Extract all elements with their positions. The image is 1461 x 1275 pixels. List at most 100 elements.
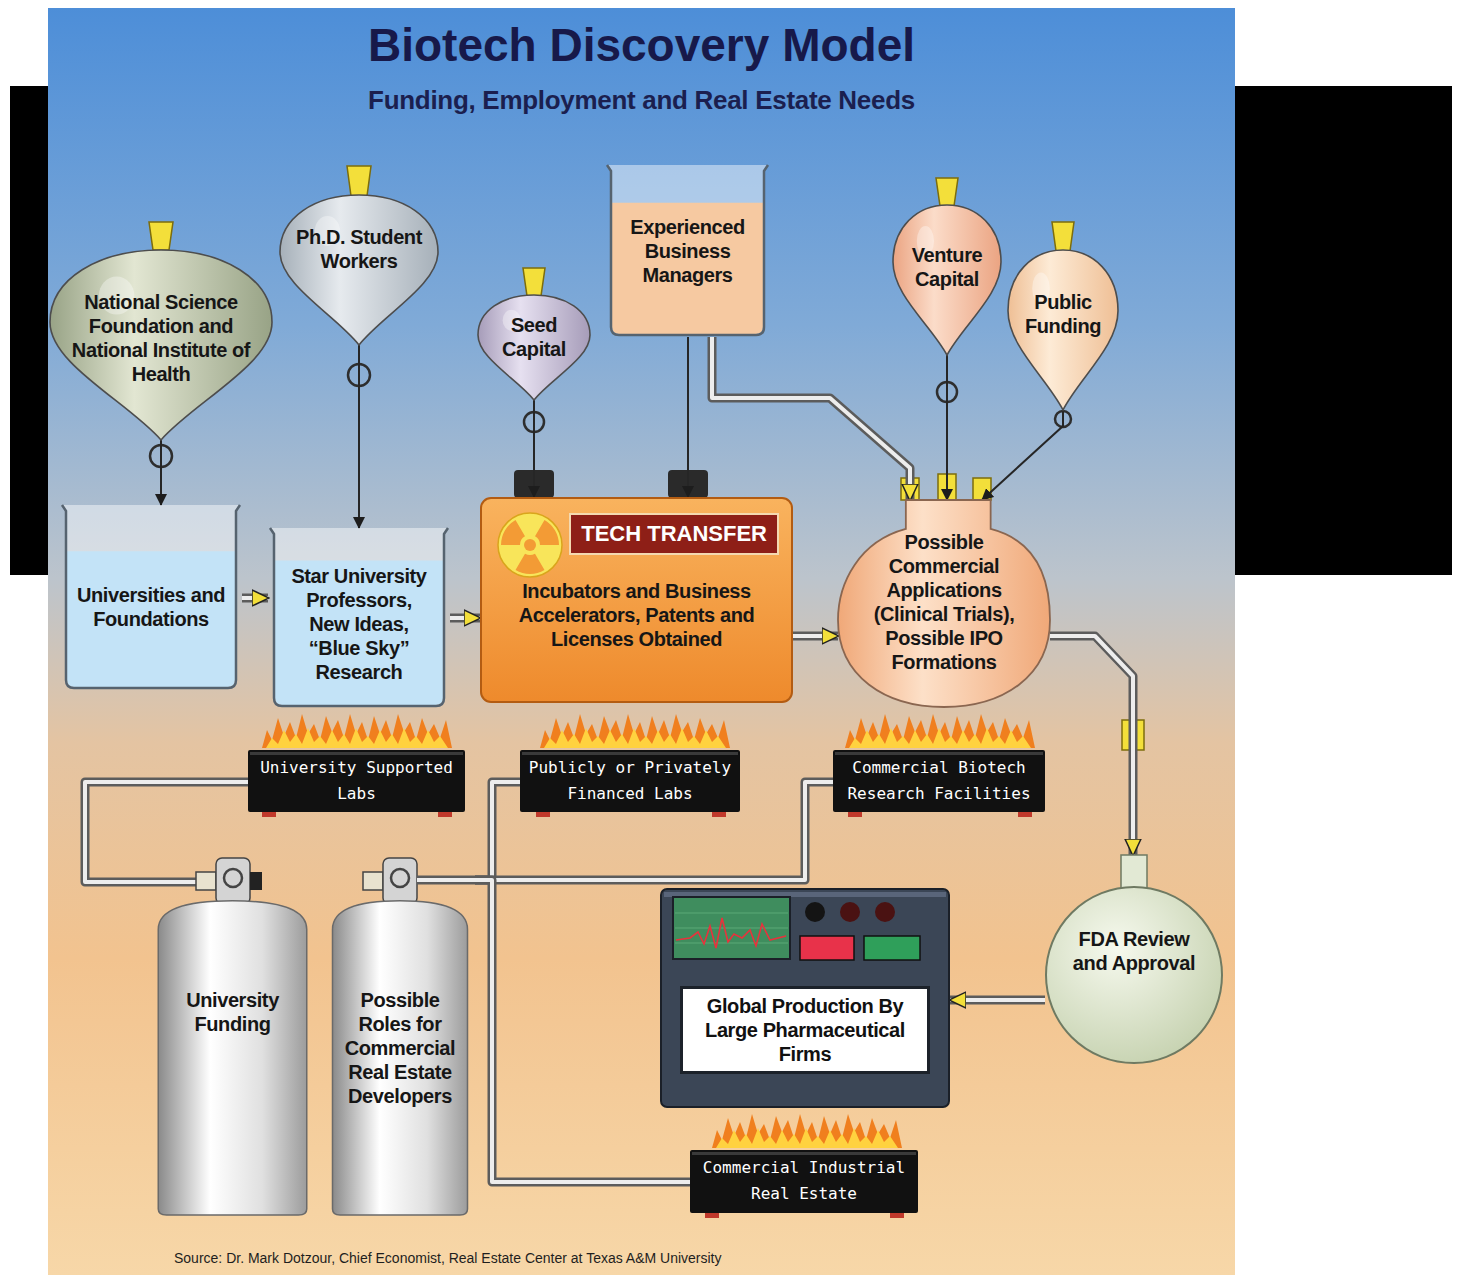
node-text: Commercial Industrial Real Estate bbox=[694, 1155, 914, 1207]
valve-wheel bbox=[391, 869, 409, 887]
yellow-stopper bbox=[973, 478, 991, 500]
radiation-blade bbox=[535, 520, 559, 545]
pipette-line bbox=[687, 337, 689, 497]
node-text: University Supported Labs bbox=[252, 755, 461, 807]
tube-wall bbox=[1050, 636, 1133, 855]
yellow-stopper bbox=[936, 178, 958, 206]
funnel-body bbox=[893, 205, 1001, 355]
round-flask: FDA Review and Approval bbox=[1045, 855, 1223, 1065]
connector-pipe bbox=[534, 400, 535, 497]
indicator-red bbox=[800, 936, 854, 960]
tube-core bbox=[242, 596, 268, 600]
connector-pipe bbox=[947, 355, 948, 500]
tube-stub bbox=[150, 878, 200, 887]
beaker-glass bbox=[270, 528, 448, 706]
stopcocks bbox=[150, 364, 1071, 467]
funnel-body bbox=[280, 195, 438, 345]
tube-wall bbox=[475, 782, 520, 880]
funnel-body bbox=[478, 295, 590, 400]
connector-tube bbox=[950, 1000, 1045, 1001]
tube-stub bbox=[150, 880, 200, 884]
beaker-liquid bbox=[612, 203, 763, 334]
tube-core bbox=[1050, 636, 1133, 855]
hot-plate: Commercial Industrial Real Estate bbox=[690, 1150, 918, 1213]
screen-grid bbox=[675, 913, 788, 914]
gradient-panel bbox=[48, 8, 1235, 1275]
funnel-body bbox=[1008, 250, 1118, 410]
pipette-line bbox=[533, 400, 535, 497]
connector-tube bbox=[1050, 636, 1133, 855]
flame-row bbox=[845, 714, 1035, 748]
side-bar bbox=[1230, 86, 1452, 575]
node-text: Seed Capital bbox=[484, 313, 584, 361]
node-text: University Funding bbox=[163, 988, 303, 1036]
valve-knob bbox=[196, 872, 216, 890]
subtitle: Funding, Employment and Real Estate Need… bbox=[48, 84, 1235, 116]
valve-wheel bbox=[224, 869, 242, 887]
tube-wall bbox=[475, 880, 690, 1182]
node-text: Possible Roles for Commercial Real Estat… bbox=[335, 988, 465, 1108]
side-bar bbox=[10, 86, 50, 575]
hot-plate: Commercial Biotech Research Facilities bbox=[833, 750, 1045, 812]
machine-body bbox=[661, 889, 949, 1107]
flask-bulb bbox=[1046, 887, 1222, 1063]
tube-core bbox=[475, 880, 690, 1182]
foot bbox=[438, 812, 452, 817]
cylinder-body bbox=[158, 901, 307, 1215]
foot bbox=[712, 812, 726, 817]
tube-wall bbox=[793, 632, 838, 641]
hot-plate-body bbox=[833, 750, 1045, 812]
tube-core bbox=[475, 782, 520, 880]
tube-stub bbox=[417, 878, 475, 882]
cyl-outline bbox=[150, 858, 315, 1215]
beaker-liquid bbox=[275, 560, 443, 705]
tube-core bbox=[950, 998, 1045, 1002]
flask-body bbox=[838, 500, 1050, 707]
pipette-line bbox=[982, 410, 1063, 500]
hot-plate-body bbox=[520, 750, 740, 812]
hot-plate-edge bbox=[522, 752, 738, 755]
node-text: Global Production By Large Pharmaceutica… bbox=[680, 986, 930, 1074]
cylinder-body bbox=[333, 901, 468, 1215]
valve-knob bbox=[250, 872, 262, 890]
flame-row bbox=[262, 714, 452, 748]
node-text: Experienced Business Managers bbox=[613, 215, 763, 287]
connector-pipe bbox=[982, 410, 1063, 500]
node-text: Publicly or Privately Financed Labs bbox=[524, 755, 736, 807]
separatory-funnel: Public Funding bbox=[1008, 250, 1118, 410]
tube-core bbox=[450, 616, 480, 620]
cylinder-valves bbox=[150, 858, 475, 904]
node-text: Star University Professors, New Ideas, “… bbox=[284, 564, 434, 684]
beaker-outline bbox=[607, 165, 768, 335]
tube-wall bbox=[242, 594, 268, 603]
node-text: Venture Capital bbox=[897, 243, 997, 291]
control-knob bbox=[875, 902, 895, 922]
connector-tube bbox=[242, 598, 268, 599]
beaker: Star University Professors, New Ideas, “… bbox=[268, 528, 450, 708]
tube-wall bbox=[712, 337, 910, 500]
connector-pipe bbox=[359, 345, 360, 528]
connector-pipe bbox=[688, 337, 689, 497]
node-text: Incubators and Business Accelerators, Pa… bbox=[492, 579, 782, 651]
hot-plate: Publicly or Privately Financed Labs bbox=[520, 750, 740, 812]
yellow-stopper bbox=[347, 166, 371, 196]
node-text: National Science Foundation and National… bbox=[61, 290, 261, 386]
funnel-body bbox=[50, 250, 272, 440]
diagram-title: Biotech Discovery Model bbox=[48, 18, 1235, 72]
connector-tube bbox=[85, 782, 248, 882]
node-text: Possible Commercial Applications (Clinic… bbox=[854, 530, 1034, 674]
hotplate-feet bbox=[262, 812, 1032, 1218]
yellow-stopper bbox=[523, 268, 545, 296]
hot-plate-edge bbox=[835, 752, 1043, 755]
control-knob bbox=[840, 902, 860, 922]
radiation-blade bbox=[516, 554, 545, 574]
valve-body bbox=[216, 858, 250, 904]
stoppers bbox=[149, 166, 1144, 750]
hot-plate-body bbox=[690, 1150, 918, 1213]
valve-knob bbox=[363, 872, 383, 890]
screen-grid bbox=[675, 943, 788, 944]
flame-row bbox=[712, 1114, 902, 1148]
tag-label: TECH TRANSFER bbox=[569, 513, 779, 555]
indicator-green bbox=[864, 936, 920, 960]
radiation-disk bbox=[498, 513, 562, 577]
